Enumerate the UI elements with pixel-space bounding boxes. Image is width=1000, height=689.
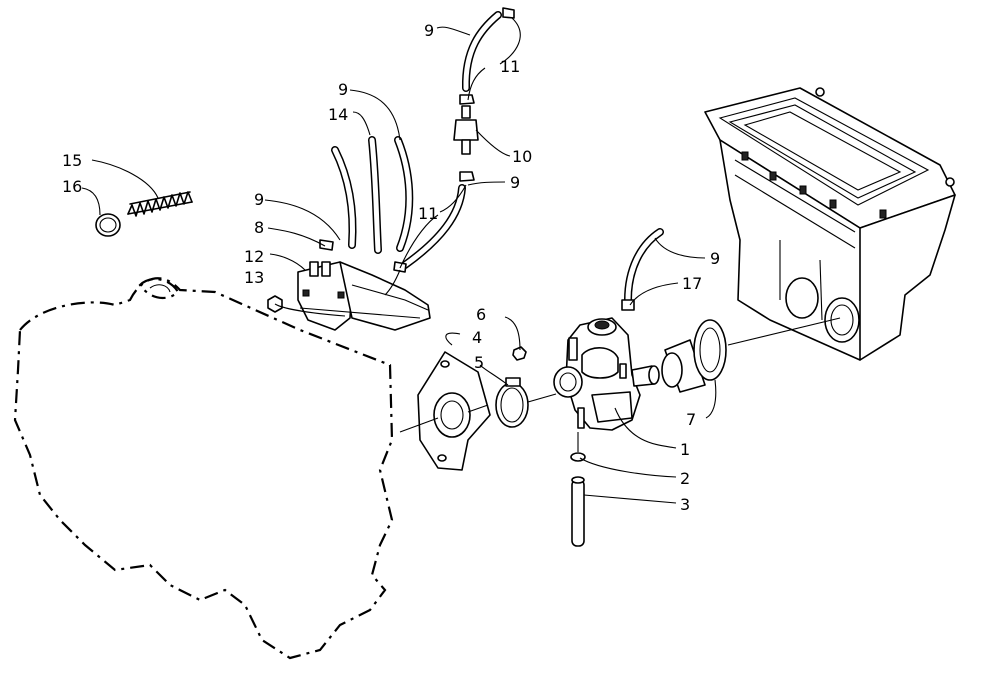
callout-6: 6 — [476, 305, 486, 324]
hose-clamp — [495, 377, 557, 428]
callout-9d: 9 — [510, 173, 520, 192]
callout-15: 15 — [62, 151, 82, 170]
callout-16: 16 — [62, 177, 82, 196]
callout-9c: 9 — [254, 190, 264, 209]
callout-8: 8 — [254, 218, 264, 237]
callout-4: 4 — [472, 328, 482, 347]
fuel-hose-top — [461, 11, 502, 92]
spring — [127, 191, 193, 217]
callout-9b: 9 — [338, 80, 348, 99]
intake-boot — [661, 317, 841, 393]
fuel-hose-carb — [624, 228, 664, 304]
callout-9a: 9 — [424, 21, 434, 40]
nut — [512, 346, 527, 361]
intake-flange — [399, 351, 491, 471]
retaining-ring — [95, 213, 121, 237]
carburetor — [553, 317, 660, 431]
leader-lines — [81, 17, 717, 504]
hose-clamp-small — [319, 7, 635, 311]
fuel-hose-right — [394, 136, 414, 252]
fuel-hose-to-pump — [401, 184, 466, 269]
callouts: 1 2 3 4 5 6 7 8 9 9 9 9 9 10 11 11 12 13… — [62, 21, 720, 514]
callout-3: 3 — [680, 495, 690, 514]
callout-17: 17 — [682, 274, 702, 293]
callout-10: 10 — [512, 147, 532, 166]
callout-7: 7 — [686, 410, 696, 429]
fuel-pump — [297, 261, 431, 331]
callout-14: 14 — [328, 105, 348, 124]
callout-11a: 11 — [500, 57, 520, 76]
drain-hose — [570, 432, 586, 547]
callout-2: 2 — [680, 469, 690, 488]
callout-1: 1 — [680, 440, 690, 459]
callout-5: 5 — [474, 353, 484, 372]
callout-12: 12 — [244, 247, 264, 266]
callout-13: 13 — [244, 268, 264, 287]
airbox — [704, 87, 956, 361]
fuel-filter — [453, 105, 479, 155]
fuel-hose-left — [331, 146, 357, 249]
engine-outline — [13, 277, 394, 660]
callout-11b: 11 — [418, 204, 438, 223]
fuel-hose-middle — [368, 136, 382, 254]
callout-9e: 9 — [710, 249, 720, 268]
